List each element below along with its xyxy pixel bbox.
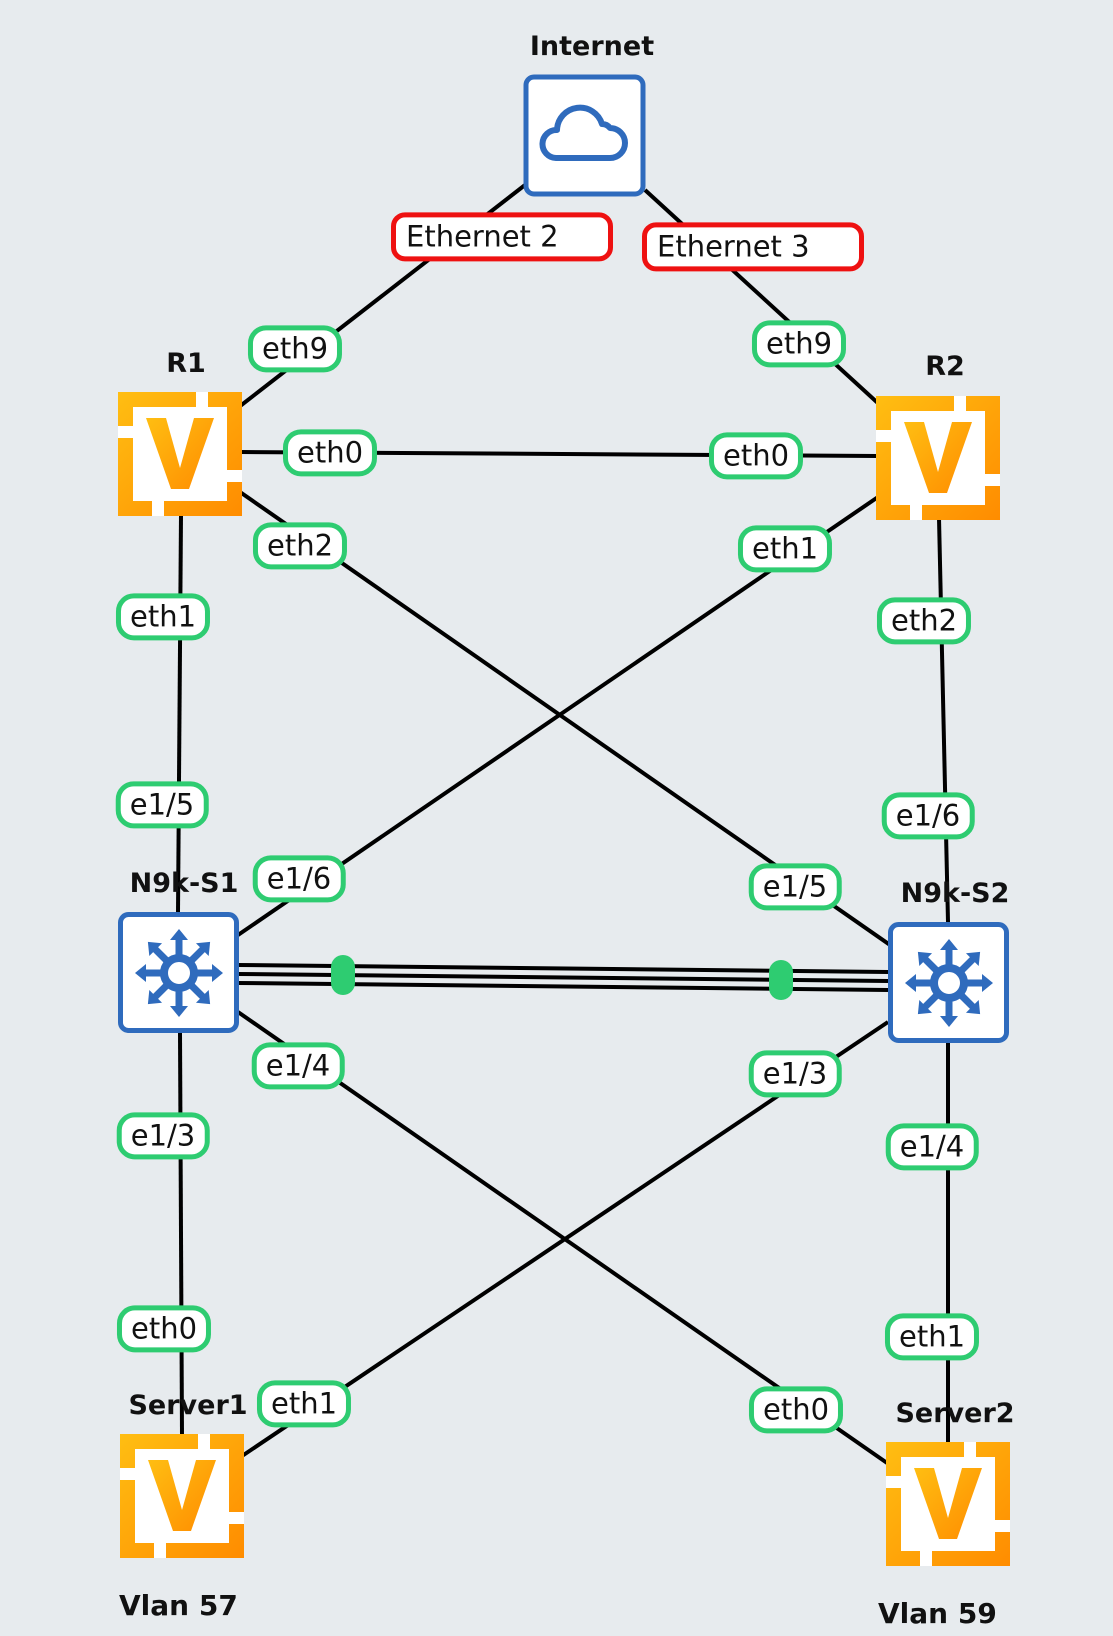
link-s1-server1[interactable] <box>178 1032 184 1437</box>
bundle-marker-s2 <box>769 960 793 1000</box>
iface-r1-eth0[interactable]: eth0 <box>282 429 378 477</box>
iface-r2-eth9[interactable]: eth9 <box>751 320 847 368</box>
iface-s2-e1-5[interactable]: e1/5 <box>748 863 842 911</box>
node-label-internet: Internet <box>529 31 655 62</box>
node-label-s2: N9k-S2 <box>900 878 1010 909</box>
switch-icon <box>905 939 993 1027</box>
iface-server1-eth0[interactable]: eth0 <box>116 1305 212 1353</box>
link-r2-s2[interactable] <box>937 517 950 923</box>
switch-icon <box>135 929 223 1017</box>
iface-server2-eth1[interactable]: eth1 <box>884 1313 980 1361</box>
node-label-server2: Server2 <box>895 1398 1015 1429</box>
iface-s2-e1-4[interactable]: e1/4 <box>885 1123 979 1171</box>
node-server1[interactable] <box>120 1434 244 1558</box>
iface-server1-eth1[interactable]: eth1 <box>256 1380 352 1428</box>
iface-r1-eth9[interactable]: eth9 <box>247 325 343 373</box>
bundle-marker-s1 <box>331 955 355 995</box>
iface-r2-eth1[interactable]: eth1 <box>737 525 833 573</box>
iface-s1-e1-5[interactable]: e1/5 <box>115 781 209 829</box>
node-r1[interactable] <box>118 392 242 516</box>
iface-r2-eth0[interactable]: eth0 <box>708 432 804 480</box>
iface-server2-eth0[interactable]: eth0 <box>748 1386 844 1434</box>
iface-r2-eth2[interactable]: eth2 <box>876 597 972 645</box>
node-r2[interactable] <box>876 396 1000 520</box>
cloud-icon <box>539 104 628 161</box>
iface-s1-e1-4[interactable]: e1/4 <box>251 1042 345 1090</box>
links <box>176 183 950 1467</box>
note-vlan59: Vlan 59 <box>878 1597 997 1630</box>
link-r1-s1[interactable] <box>176 514 183 913</box>
iface-r1-eth2[interactable]: eth2 <box>252 522 348 570</box>
iface-internet-ethernet2[interactable]: Ethernet 2 <box>391 212 613 262</box>
node-internet[interactable] <box>523 74 646 197</box>
iface-r1-eth1[interactable]: eth1 <box>115 593 211 641</box>
node-s2[interactable] <box>888 922 1009 1043</box>
node-label-r1: R1 <box>166 348 206 379</box>
vm-v-icon <box>914 1468 982 1539</box>
iface-s2-e1-6[interactable]: e1/6 <box>881 792 975 840</box>
note-vlan57: Vlan 57 <box>119 1589 238 1622</box>
node-label-r2: R2 <box>925 351 965 382</box>
iface-internet-ethernet3[interactable]: Ethernet 3 <box>642 222 864 272</box>
node-s1[interactable] <box>118 912 239 1033</box>
iface-s1-e1-3[interactable]: e1/3 <box>116 1112 210 1160</box>
iface-s1-e1-6[interactable]: e1/6 <box>252 855 346 903</box>
node-label-server1: Server1 <box>128 1390 248 1421</box>
node-label-s1: N9k-S1 <box>129 868 239 899</box>
vm-v-icon <box>148 1460 216 1531</box>
vm-v-icon <box>904 422 972 493</box>
node-server2[interactable] <box>886 1442 1010 1566</box>
iface-s2-e1-3[interactable]: e1/3 <box>748 1050 842 1098</box>
vm-v-icon <box>146 418 214 489</box>
